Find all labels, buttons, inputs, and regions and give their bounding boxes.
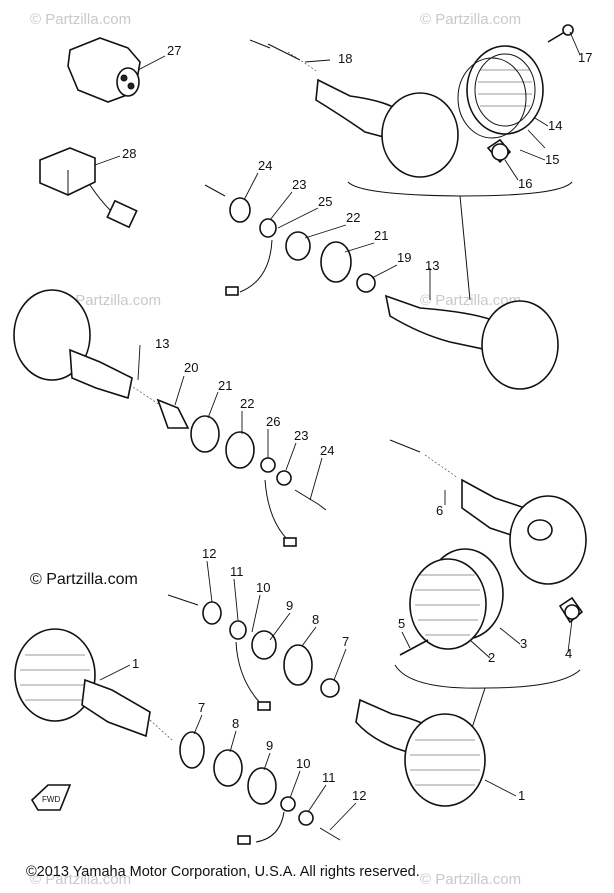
callout-10-bottom: 10 bbox=[296, 756, 310, 771]
callout-2: 2 bbox=[488, 650, 495, 665]
watermark-top-left: © Partzilla.com bbox=[30, 11, 131, 28]
callout-9-top: 9 bbox=[286, 598, 293, 613]
callout-21-mid: 21 bbox=[218, 378, 232, 393]
callout-22-mid: 22 bbox=[240, 396, 254, 411]
callout-12-top: 12 bbox=[202, 546, 216, 561]
socket-parts-bottom[interactable] bbox=[167, 594, 486, 807]
callout-17: 17 bbox=[578, 50, 592, 65]
socket-parts-top[interactable] bbox=[204, 184, 559, 390]
watermark-mid-left: © Partzilla.com bbox=[60, 292, 161, 309]
copyright-notice: ©2013 Yamaha Motor Corporation, U.S.A. A… bbox=[26, 864, 420, 880]
watermark-bottom-right: © Partzilla.com bbox=[420, 871, 521, 888]
callout-21-top: 21 bbox=[374, 228, 388, 243]
watermarks: © Partzilla.com © Partzilla.com © Partzi… bbox=[30, 11, 521, 888]
callout-15: 15 bbox=[545, 152, 559, 167]
callout-8-bottom: 8 bbox=[232, 716, 239, 731]
callout-24-mid: 24 bbox=[320, 443, 334, 458]
fwd-label: FWD bbox=[42, 795, 60, 804]
watermark-top-right: © Partzilla.com bbox=[420, 11, 521, 28]
callout-27: 27 bbox=[167, 43, 181, 58]
partzilla-watermark: © Partzilla.com bbox=[30, 571, 138, 588]
callout-12-bottom: 12 bbox=[352, 788, 366, 803]
callout-9-bottom: 9 bbox=[266, 738, 273, 753]
callout-19: 19 bbox=[397, 250, 411, 265]
callout-1-left: 1 bbox=[132, 656, 139, 671]
rear-right-signal-assembly[interactable] bbox=[249, 39, 573, 301]
callout-13-right: 13 bbox=[425, 258, 439, 273]
callout-11-top: 11 bbox=[230, 564, 244, 579]
relay-27[interactable] bbox=[67, 37, 166, 103]
callout-26: 26 bbox=[266, 414, 280, 429]
callout-11-bottom: 11 bbox=[322, 770, 336, 785]
callout-22-top: 22 bbox=[346, 210, 360, 225]
callout-16: 16 bbox=[518, 176, 532, 191]
callout-23-mid: 23 bbox=[294, 428, 308, 443]
flasher-28[interactable] bbox=[39, 147, 138, 229]
fwd-arrow-icon: FWD bbox=[30, 784, 72, 811]
callout-8-top: 8 bbox=[312, 612, 319, 627]
callout-labels: 27 28 18 17 14 15 16 24 23 25 22 21 19 1… bbox=[122, 43, 592, 803]
callout-6: 6 bbox=[436, 503, 443, 518]
callout-1-right: 1 bbox=[518, 788, 525, 803]
callout-25: 25 bbox=[318, 194, 332, 209]
callout-18: 18 bbox=[338, 51, 352, 66]
screw-17[interactable] bbox=[547, 24, 581, 56]
callout-5: 5 bbox=[398, 616, 405, 631]
callout-3: 3 bbox=[520, 636, 527, 651]
callout-24-top: 24 bbox=[258, 158, 272, 173]
callout-23-top: 23 bbox=[292, 177, 306, 192]
callout-7-top: 7 bbox=[342, 634, 349, 649]
callout-13-left: 13 bbox=[155, 336, 169, 351]
watermark-bottom-left: © Partzilla.com bbox=[30, 871, 131, 888]
callout-4: 4 bbox=[565, 646, 572, 661]
callout-14: 14 bbox=[548, 118, 562, 133]
callout-28: 28 bbox=[122, 146, 136, 161]
front-right-signal-assembly[interactable] bbox=[389, 439, 587, 729]
leader-lines bbox=[99, 172, 573, 831]
watermark-mid-right: © Partzilla.com bbox=[420, 292, 521, 309]
callout-7-bottom: 7 bbox=[198, 700, 205, 715]
callout-10-top: 10 bbox=[256, 580, 270, 595]
rear-left-signal-assembly[interactable] bbox=[13, 289, 327, 547]
callout-20: 20 bbox=[184, 360, 198, 375]
front-left-signal-assembly[interactable] bbox=[14, 628, 341, 845]
